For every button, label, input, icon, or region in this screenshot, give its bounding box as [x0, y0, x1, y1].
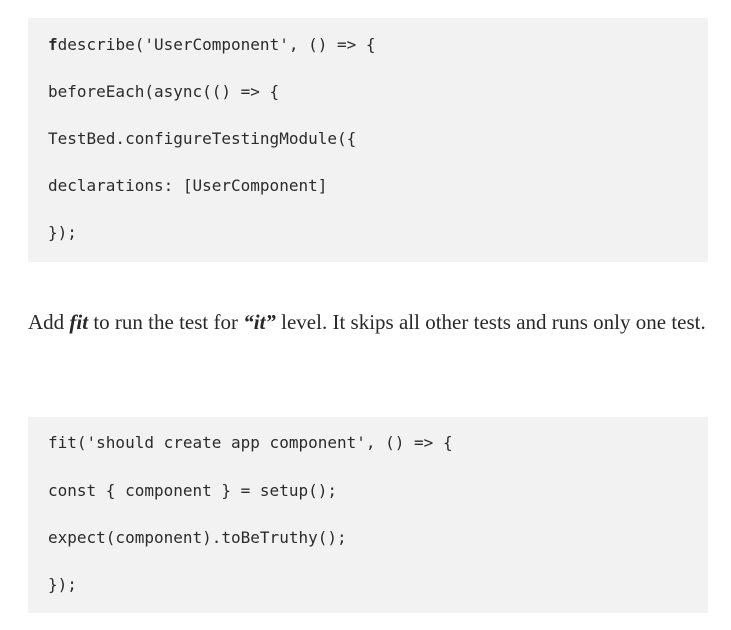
paragraph-keyword-it: “it” [243, 310, 276, 334]
code-emphasis-f: f [48, 35, 58, 54]
code-line: fit('should create app component', () =>… [48, 433, 453, 452]
code-block-fit: fit('should create app component', () =>… [28, 417, 708, 613]
code-block-fdescribe: fdescribe('UserComponent', () => { befor… [28, 18, 708, 262]
body-paragraph: Add fit to run the test for “it” level. … [28, 306, 718, 338]
code-line: expect(component).toBeTruthy(); [48, 528, 347, 547]
paragraph-text: level. It skips all other tests and runs… [275, 310, 706, 334]
code-line: fdescribe('UserComponent', () => { [48, 35, 376, 55]
paragraph-text: Add [28, 310, 70, 334]
paragraph-keyword-fit: fit [69, 310, 89, 334]
code-line: declarations: [UserComponent] [48, 176, 328, 195]
code-line: TestBed.configureTestingModule({ [48, 129, 357, 148]
paragraph-text: to run the test for [88, 310, 244, 334]
code-line-text: describe('UserComponent', () => { [57, 35, 376, 54]
code-line: beforeEach(async(() => { [48, 82, 280, 101]
code-line: }); [48, 575, 77, 594]
code-line: const { component } = setup(); [48, 481, 337, 500]
code-line: }); [48, 223, 77, 242]
